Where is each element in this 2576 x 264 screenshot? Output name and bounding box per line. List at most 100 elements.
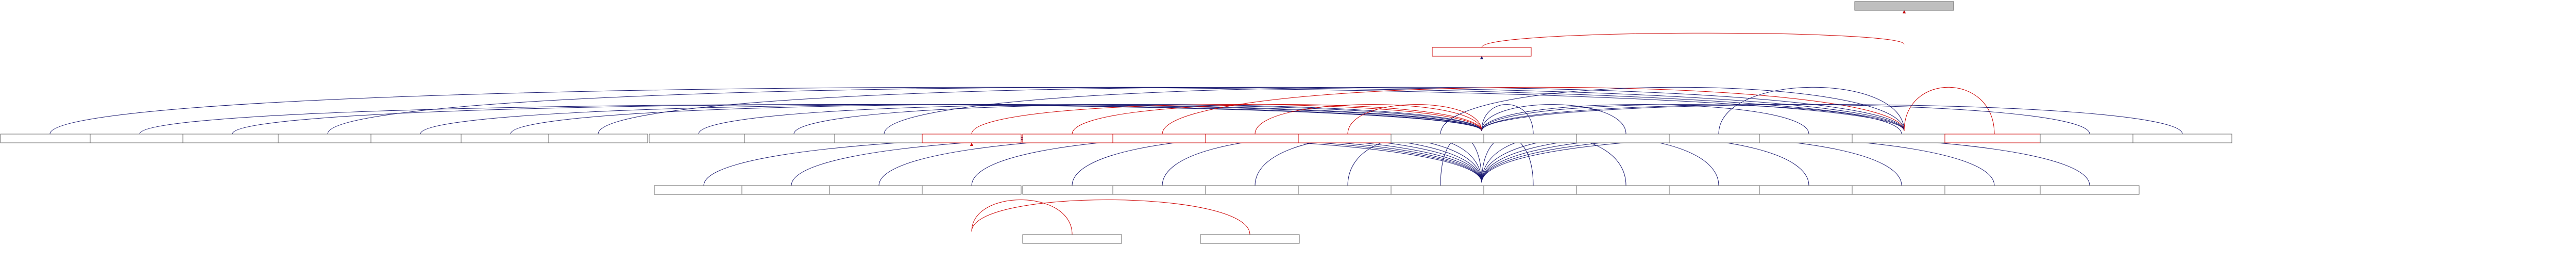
dependent-node[interactable] bbox=[1576, 185, 1676, 195]
dependent-node-box bbox=[1205, 185, 1305, 195]
dependent-node-box bbox=[922, 185, 1022, 195]
dependent-node-box bbox=[829, 185, 929, 195]
dependent-node[interactable] bbox=[649, 134, 749, 143]
dependent-node[interactable] bbox=[370, 134, 470, 143]
edge bbox=[1481, 136, 1626, 186]
dependent-node[interactable] bbox=[741, 185, 841, 195]
edge bbox=[793, 104, 1482, 135]
edge bbox=[1481, 136, 2090, 186]
dependent-node[interactable] bbox=[1391, 134, 1490, 143]
dependent-node[interactable] bbox=[90, 134, 190, 143]
dependent-node[interactable] bbox=[1391, 185, 1490, 195]
level1-node[interactable] bbox=[1432, 47, 1532, 57]
dependent-node[interactable] bbox=[1112, 134, 1212, 143]
root-node-box bbox=[1854, 1, 1954, 11]
dependent-node-box bbox=[649, 134, 749, 143]
root-node[interactable] bbox=[1854, 1, 1954, 11]
dependent-node-box bbox=[1852, 134, 1952, 143]
edge bbox=[598, 87, 1905, 135]
dependent-node[interactable] bbox=[1112, 185, 1212, 195]
dependent-node[interactable] bbox=[1205, 185, 1305, 195]
dependent-node-box bbox=[1483, 185, 1583, 195]
edge bbox=[1440, 87, 1905, 135]
dependent-node[interactable] bbox=[1669, 134, 1769, 143]
dependent-node[interactable] bbox=[1022, 134, 1122, 143]
dependent-node[interactable] bbox=[1852, 134, 1952, 143]
dependent-node[interactable] bbox=[1200, 234, 1300, 244]
dependent-node[interactable] bbox=[1298, 134, 1398, 143]
dependent-node[interactable] bbox=[1944, 134, 2044, 143]
dependent-node-box bbox=[370, 134, 470, 143]
edge-arrowhead bbox=[970, 143, 973, 146]
dependent-node[interactable] bbox=[922, 134, 1022, 143]
dependent-node-box bbox=[1205, 134, 1305, 143]
edge bbox=[1904, 87, 1995, 135]
dependent-node[interactable] bbox=[1759, 134, 1859, 143]
dependent-node[interactable] bbox=[1759, 185, 1859, 195]
dependent-node-box bbox=[90, 134, 190, 143]
dependent-node-box bbox=[1669, 134, 1769, 143]
dependent-node[interactable] bbox=[278, 134, 378, 143]
dependent-node-box bbox=[1759, 185, 1859, 195]
dependent-node-box bbox=[1298, 134, 1398, 143]
dependent-node[interactable] bbox=[1205, 134, 1305, 143]
dependent-node[interactable] bbox=[2040, 134, 2140, 143]
dependent-node-box bbox=[1852, 185, 1952, 195]
edge-level1-to-root bbox=[1481, 32, 1905, 48]
dependent-node-box bbox=[2040, 185, 2140, 195]
edge bbox=[1481, 136, 1719, 186]
dependent-node-box bbox=[1022, 185, 1122, 195]
edge bbox=[1072, 104, 1482, 135]
dependent-node-box bbox=[461, 134, 561, 143]
dependent-node-box bbox=[1944, 185, 2044, 195]
edge bbox=[1481, 136, 1902, 186]
dependent-node[interactable] bbox=[182, 134, 282, 143]
dependent-node-box bbox=[1944, 134, 2044, 143]
dependent-node[interactable] bbox=[548, 134, 648, 143]
edge bbox=[1481, 136, 1809, 186]
edge bbox=[971, 136, 1482, 186]
edge bbox=[327, 87, 1905, 135]
dependent-node[interactable] bbox=[461, 134, 561, 143]
edge bbox=[884, 87, 1905, 135]
edge bbox=[1481, 104, 2183, 135]
edge bbox=[1162, 87, 1905, 135]
dependent-node[interactable] bbox=[1022, 234, 1122, 244]
dependent-node-box bbox=[2040, 134, 2140, 143]
dependent-node-box bbox=[741, 185, 841, 195]
dependent-node-box bbox=[1298, 185, 1398, 195]
dependent-node-box bbox=[1022, 134, 1122, 143]
edge bbox=[1481, 104, 1809, 135]
edge-arrowhead bbox=[1480, 56, 1483, 59]
dependent-node[interactable] bbox=[1483, 134, 1583, 143]
dependent-node[interactable] bbox=[2132, 134, 2232, 143]
edge bbox=[1481, 104, 1534, 135]
edge bbox=[510, 104, 1482, 135]
dependent-node[interactable] bbox=[1669, 185, 1769, 195]
dependent-node[interactable] bbox=[654, 185, 754, 195]
dependent-node-box bbox=[1391, 185, 1490, 195]
dependent-node[interactable] bbox=[1944, 185, 2044, 195]
dependent-node-box bbox=[834, 134, 934, 143]
dependent-node[interactable] bbox=[1483, 185, 1583, 195]
edge bbox=[698, 104, 1482, 135]
dependent-node-box bbox=[278, 134, 378, 143]
dependent-node[interactable] bbox=[1576, 134, 1676, 143]
edge bbox=[1481, 104, 1902, 135]
dependent-node[interactable] bbox=[922, 185, 1022, 195]
dependent-node-box bbox=[1759, 134, 1859, 143]
dependent-node[interactable] bbox=[1852, 185, 1952, 195]
edge bbox=[1347, 104, 1482, 135]
dependent-node[interactable] bbox=[834, 134, 934, 143]
edge bbox=[1481, 136, 1534, 186]
dependent-node[interactable] bbox=[829, 185, 929, 195]
dependent-node[interactable] bbox=[1298, 185, 1398, 195]
dependent-node-box bbox=[922, 134, 1022, 143]
dependent-node[interactable] bbox=[2040, 185, 2140, 195]
edges-layer bbox=[49, 10, 2183, 235]
dependent-node-box bbox=[654, 185, 754, 195]
edge bbox=[971, 104, 1482, 135]
dependent-node[interactable] bbox=[0, 134, 100, 143]
dependent-node[interactable] bbox=[1022, 185, 1122, 195]
dependent-node[interactable] bbox=[744, 134, 844, 143]
